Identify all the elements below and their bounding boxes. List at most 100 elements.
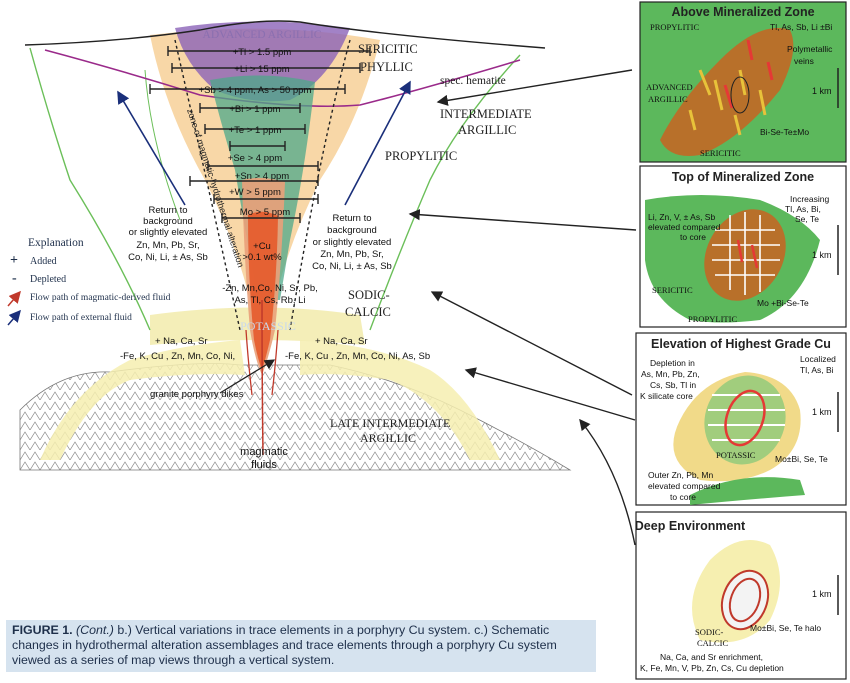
svg-text:K silicate core: K silicate core (640, 391, 693, 401)
svg-text:Cs, Sb, Tl in: Cs, Sb, Tl in (650, 380, 696, 390)
threshold-te: +Te > 1 ppm (229, 125, 282, 136)
svg-text:or slightly elevated: or slightly elevated (129, 227, 208, 238)
calcic-label: CALCIC (345, 305, 391, 319)
svg-text:Na, Ca, and Sr enrichment,: Na, Ca, and Sr enrichment, (660, 652, 763, 662)
potassic-label: POTASSIC (240, 319, 296, 333)
caption-lead: FIGURE 1. (12, 623, 73, 637)
svg-text:PROPYLITIC: PROPYLITIC (688, 314, 737, 324)
svg-text:ARGILLIC: ARGILLIC (648, 94, 688, 104)
svg-text:-Zn, Mn,Co, Ni, Sr, Pb,: -Zn, Mn,Co, Ni, Sr, Pb, (222, 283, 318, 294)
legend-added-symbol: + (10, 253, 18, 268)
svg-text:As, Tl, Cs, Rb, Li: As, Tl, Cs, Rb, Li (234, 295, 305, 306)
panel-above-mineralized: Above Mineralized Zone 1 km PROPYLITIC T… (639, 1, 847, 163)
sodic-label: SODIC- (348, 288, 390, 302)
right-added-text: + Na, Ca, Sr (315, 336, 368, 347)
svg-text:Mo±Bi, Se, Te halo: Mo±Bi, Se, Te halo (750, 623, 821, 633)
panel-2-title: Top of Mineralized Zone (672, 170, 814, 184)
granite-label: granite porphyry dikes (150, 389, 244, 400)
left-return-text: Return to background or slightly elevate… (128, 205, 208, 263)
panel-2-scale: 1 km (812, 250, 832, 260)
svg-text:background: background (143, 216, 193, 227)
panel-top-mineralized: Top of Mineralized Zone 1 km Li, Zn, V, … (639, 165, 847, 328)
svg-text:Co, Ni, Li, ± As, Sb: Co, Ni, Li, ± As, Sb (312, 261, 392, 272)
magmatic-path-2 (245, 329, 253, 396)
svg-text:veins: veins (794, 56, 814, 66)
svg-text:Depletion in: Depletion in (650, 358, 695, 368)
svg-text:As, Mn, Pb, Zn,: As, Mn, Pb, Zn, (641, 369, 700, 379)
spec-hematite-label: spec. hematite (440, 75, 506, 87)
panel-1-propylitic: PROPYLITIC (650, 22, 699, 32)
svg-text:CALCIC: CALCIC (697, 638, 729, 648)
sodic-calcic-left (40, 340, 245, 460)
phyllic-label: PHYLLIC (360, 60, 413, 74)
legend-title: Explanation (28, 237, 84, 249)
propylitic-inner-left (144, 69, 181, 221)
right-depleted-text: -Fe, K, Cu , Zn, Mn, Co, Ni, As, Sb (285, 351, 430, 362)
panel-3-scale: 1 km (812, 407, 832, 417)
svg-text:Li, Zn, V, ± As, Sb: Li, Zn, V, ± As, Sb (648, 212, 715, 222)
cu-core (248, 211, 278, 370)
dashed-boundary-left (174, 39, 241, 331)
connector-arrows (408, 69, 637, 546)
svg-text:Outer Zn, Pb, Mn: Outer Zn, Pb, Mn (648, 470, 713, 480)
legend: Explanation + Added - Depleted Flow path… (7, 237, 171, 326)
argillic-label: ARGILLIC (458, 123, 516, 137)
cross-section: ADVANCED ARGILLIC SERICITIC PHYLLIC spec… (19, 20, 572, 471)
svg-text:Tl, As, Bi: Tl, As, Bi (800, 365, 834, 375)
magmatic-path-1 (261, 299, 264, 456)
panel-1-scale: 1 km (812, 86, 832, 96)
late-argillic-label: ARGILLIC (360, 431, 416, 445)
svg-text:Zn, Mn, Pb, Sr,: Zn, Mn, Pb, Sr, (320, 249, 383, 260)
svg-text:Tl, As, Bi,: Tl, As, Bi, (785, 204, 821, 214)
svg-text:Tl, As, Sb, Li ±Bi: Tl, As, Sb, Li ±Bi (770, 22, 832, 32)
threshold-sb-as: +Sb > 4 ppm, As > 50 ppm (199, 85, 312, 96)
svg-text:Localized: Localized (800, 354, 836, 364)
svg-text:K, Fe, Mn, V, Pb, Zn, Cs, Cu d: K, Fe, Mn, V, Pb, Zn, Cs, Cu depletion (640, 663, 784, 673)
svg-text:Polymetallic: Polymetallic (787, 44, 833, 54)
svg-text:Co, Ni, Li, ± As, Sb: Co, Ni, Li, ± As, Sb (128, 252, 208, 263)
ground-surface (24, 20, 546, 49)
svg-text:Increasing: Increasing (790, 194, 829, 204)
external-fluid-arrow-left (117, 90, 186, 206)
panel-highest-grade-cu: Elevation of Highest Grade Cu 1 km Deple… (635, 332, 847, 506)
dashed-boundary-right (289, 39, 351, 331)
threshold-labels: +Tl > 1.5 ppm +Li > 15 ppm +Sb > 4 ppm, … (199, 47, 312, 263)
panel-4-scale: 1 km (812, 589, 832, 599)
legend-external-label: Flow path of external fluid (30, 312, 132, 323)
threshold-w: +W > 5 ppm (229, 187, 281, 198)
legend-magmatic-arrow-icon (7, 290, 21, 307)
late-intermediate-label: LATE INTERMEDIATE (330, 416, 450, 430)
fluids-label: fluids (251, 459, 277, 471)
propylitic-label: PROPYLITIC (385, 149, 457, 163)
threshold-bi: +Bi > 1 ppm (229, 104, 280, 115)
svg-text:elevated compared: elevated compared (648, 222, 721, 232)
svg-text:Mo±Bi, Se, Te: Mo±Bi, Se, Te (775, 454, 828, 464)
legend-magmatic-label: Flow path of magmatic-derived fluid (30, 292, 171, 303)
legend-depleted-symbol: - (12, 271, 17, 286)
legend-external-arrow-icon (7, 309, 21, 326)
svg-text:background: background (327, 225, 377, 236)
svg-text:to core: to core (670, 492, 696, 502)
intermediate-label: INTERMEDIATE (440, 107, 532, 121)
magmatic-path-3 (271, 329, 279, 396)
external-fluid-arrow-right (344, 80, 411, 206)
svg-text:Mo +Bi-Se-Te: Mo +Bi-Se-Te (757, 298, 809, 308)
threshold-li: +Li > 15 ppm (234, 64, 290, 75)
svg-text:SERICITIC: SERICITIC (700, 148, 741, 158)
right-return-text: Return to background or slightly elevate… (312, 213, 392, 272)
legend-added-label: Added (30, 256, 57, 267)
depleted-core-text: -Zn, Mn,Co, Ni, Sr, Pb, As, Tl, Cs, Rb, … (222, 283, 318, 306)
svg-text:Zn, Mn, Pb, Sr,: Zn, Mn, Pb, Sr, (136, 240, 199, 251)
svg-text:Bi-Se-Te±Mo: Bi-Se-Te±Mo (760, 127, 809, 137)
threshold-bars (149, 46, 371, 223)
svg-text:to core: to core (680, 232, 706, 242)
legend-depleted-label: Depleted (30, 274, 66, 285)
threshold-se: +Se > 4 ppm (228, 153, 282, 164)
svg-text:SODIC-: SODIC- (695, 627, 724, 637)
figure-caption: FIGURE 1. (Cont.) b.) Vertical variation… (6, 620, 596, 672)
left-added-text: + Na, Ca, Sr (155, 336, 208, 347)
svg-text:elevated compared: elevated compared (648, 481, 721, 491)
threshold-cu: +Cu (253, 241, 271, 252)
svg-text:or slightly elevated: or slightly elevated (313, 237, 392, 248)
